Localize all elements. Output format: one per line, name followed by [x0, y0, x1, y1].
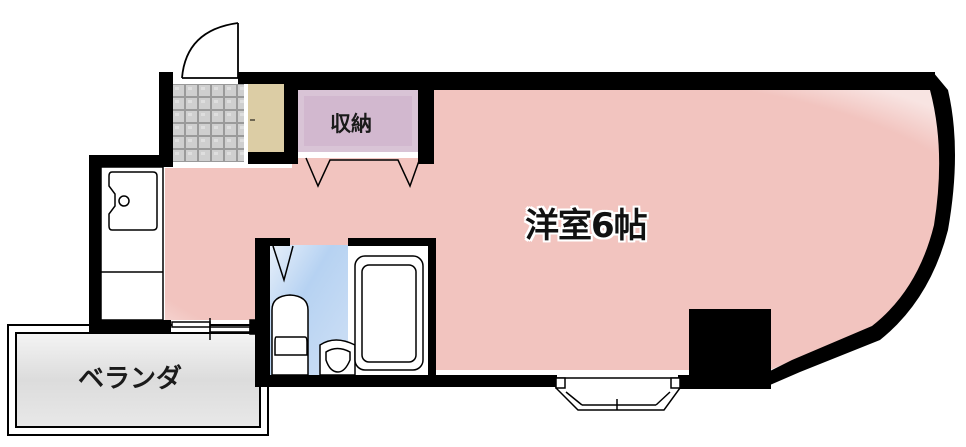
walls	[89, 72, 935, 389]
toilet-icon	[271, 294, 309, 376]
balcony-window-icon	[171, 318, 259, 340]
kitchen-counter	[101, 167, 163, 320]
storage-label: 収納	[330, 112, 372, 136]
storage-door-icon	[305, 157, 421, 188]
entrance-floor	[172, 84, 244, 162]
entrance-door-icon	[181, 22, 239, 79]
bay-window-icon	[555, 377, 681, 411]
balcony	[7, 324, 269, 436]
bathtub-icon	[354, 255, 424, 371]
balcony-label: ベランダ	[78, 364, 183, 394]
bath-door-icon	[272, 245, 294, 283]
washbasin-icon	[319, 339, 356, 376]
western-room-label: 洋室6帖	[525, 206, 648, 246]
curved-exterior-wall	[770, 72, 955, 385]
sink-icon	[100, 166, 164, 321]
